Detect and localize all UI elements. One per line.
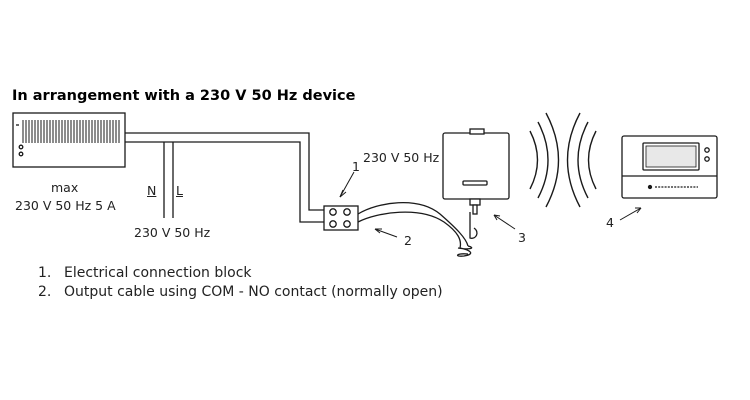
legend-text: Output cable using COM - NO contact (nor… (64, 283, 443, 300)
receiver-voltage-label: 230 V 50 Hz (363, 150, 440, 165)
legend-text: Electrical connection block (64, 264, 252, 281)
output-cable (357, 202, 478, 257)
callout-3: 3 (518, 230, 526, 245)
thermostat-icon (621, 135, 718, 199)
radio-waves-icon (529, 112, 597, 208)
callout-4: 4 (606, 215, 614, 230)
heater-icon (12, 112, 126, 168)
terminal-neutral: N (147, 183, 157, 198)
legend-item: 2. Output cable using COM - NO contact (… (38, 282, 443, 301)
callout-2: 2 (404, 233, 412, 248)
callout-1: 1 (352, 159, 360, 174)
connection-block-icon (323, 205, 359, 231)
legend-number: 1. (38, 264, 52, 281)
heater-rating-max: max (51, 180, 79, 195)
receiver-unit-icon (442, 128, 510, 215)
supply-wires (125, 132, 324, 223)
legend-item: 1. Electrical connection block (38, 263, 443, 282)
supply-voltage-label: 230 V 50 Hz (134, 225, 211, 240)
terminal-live: L (176, 183, 183, 198)
heater-rating-value: 230 V 50 Hz 5 A (15, 198, 116, 213)
legend-list: 1. Electrical connection block 2. Output… (38, 263, 443, 301)
callout-leaders (339, 171, 642, 238)
diagram-title: In arrangement with a 230 V 50 Hz device (12, 88, 356, 104)
legend-number: 2. (38, 283, 52, 300)
thermostat-brand: SEKSPRO 3000 R (658, 183, 684, 187)
